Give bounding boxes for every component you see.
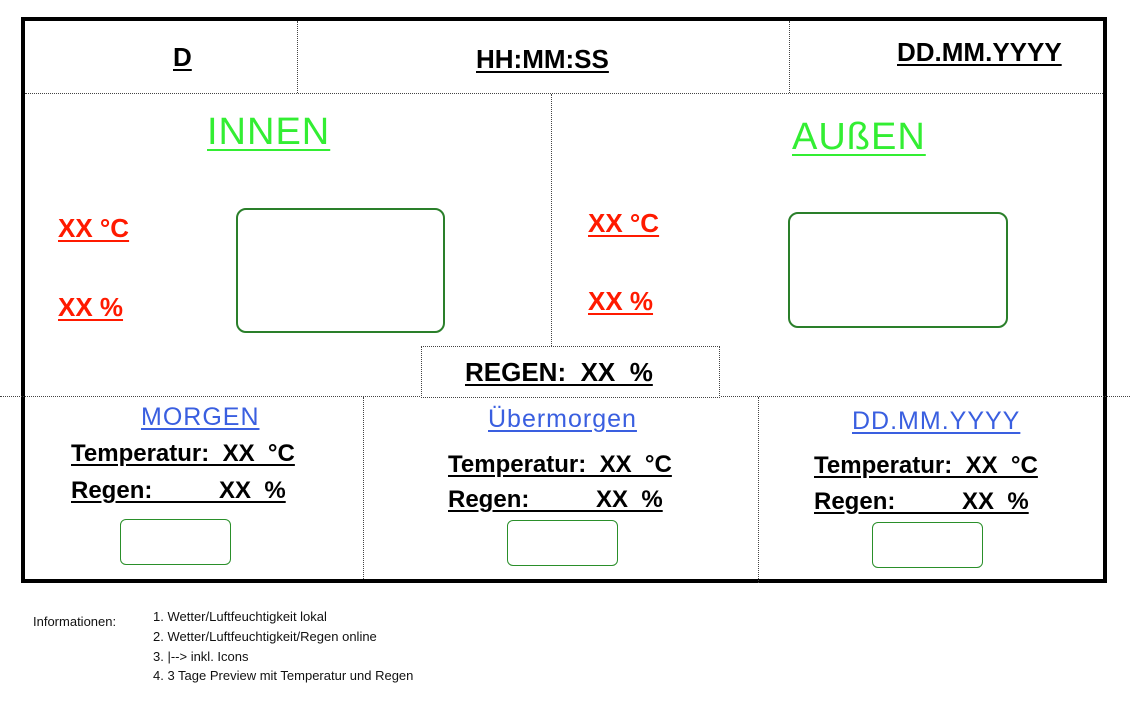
info-item-2: 2. Wetter/Luftfeuchtigkeit/Regen online (153, 629, 377, 644)
forecast-day-2-temperature: Temperatur: XX °C (448, 451, 672, 478)
forecast-day-3-rain: Regen: XX % (814, 488, 1029, 515)
forecast-day-3-temperature: Temperatur: XX °C (814, 452, 1038, 479)
info-item-3: 3. |--> inkl. Icons (153, 649, 249, 664)
forecast-day-2-rain: Regen: XX % (448, 486, 663, 513)
header-divider-2 (789, 21, 790, 93)
inside-outside-divider (551, 94, 552, 346)
info-item-1: 1. Wetter/Luftfeuchtigkeit lokal (153, 609, 327, 624)
outside-title: AUßEN (792, 116, 926, 158)
header-bottom-divider (25, 93, 1103, 94)
rain-probability-box (421, 346, 720, 398)
info-item-4: 4. 3 Tage Preview mit Temperatur und Reg… (153, 668, 414, 683)
outside-humidity: XX % (588, 286, 654, 316)
inside-weather-icon (236, 208, 445, 333)
weekday-label: D (173, 42, 192, 72)
current-date: DD.MM.YYYY (897, 37, 1062, 67)
forecast-divider-2 (758, 397, 759, 583)
outside-temperature: XX °C (588, 208, 660, 238)
info-label: Informationen: (33, 614, 117, 629)
outside-weather-icon (788, 212, 1008, 328)
forecast-day-2-icon (507, 520, 618, 566)
forecast-day-1-rain: Regen: XX % (71, 477, 286, 504)
header-divider-1 (297, 21, 298, 93)
rain-probability: REGEN: XX % (465, 357, 653, 387)
forecast-day-1-title: MORGEN (141, 403, 260, 431)
display-frame (21, 17, 1107, 583)
inside-temperature: XX °C (58, 213, 130, 243)
forecast-day-3-icon (872, 522, 983, 568)
forecast-divider-1 (363, 397, 364, 579)
clock-time: HH:MM:SS (476, 44, 609, 74)
forecast-day-3-title: DD.MM.YYYY (852, 407, 1021, 435)
inside-humidity: XX % (58, 292, 124, 322)
forecast-day-1-temperature: Temperatur: XX °C (71, 440, 295, 467)
forecast-day-2-title: Übermorgen (488, 405, 637, 433)
forecast-day-1-icon (120, 519, 231, 565)
inside-title: INNEN (207, 111, 331, 153)
